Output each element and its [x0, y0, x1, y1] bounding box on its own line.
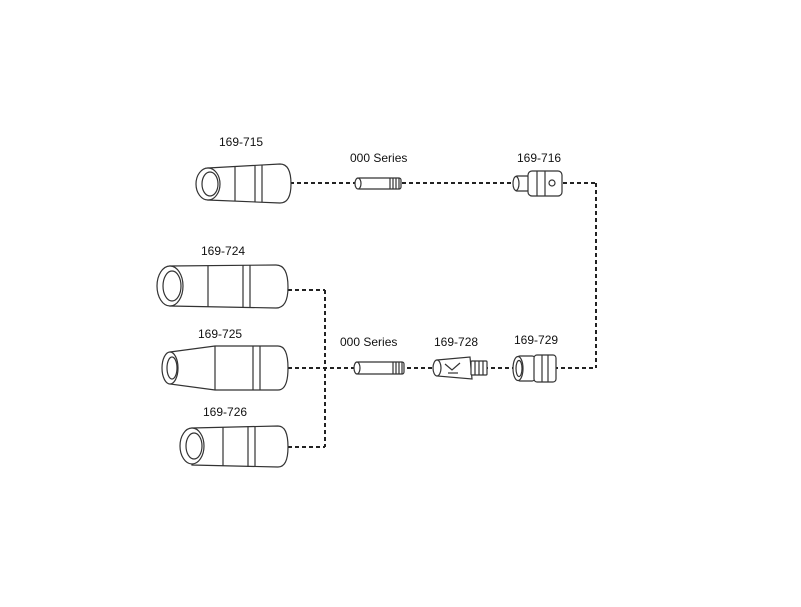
label-tip-bottom: 000 Series	[340, 335, 398, 349]
nozzle-169-715	[195, 163, 292, 204]
label-diffuser-bottom: 169-729	[514, 333, 559, 347]
contact-tip-bottom	[353, 361, 405, 375]
diffuser-169-716	[512, 170, 563, 197]
label-adapter-bottom: 169-728	[434, 335, 479, 349]
label-nozzle-a: 169-724	[201, 244, 246, 258]
label-nozzle-c: 169-726	[203, 405, 248, 419]
label-diffuser-top: 169-716	[517, 151, 562, 165]
nozzle-169-725	[161, 345, 289, 391]
label-nozzle-b: 169-725	[198, 327, 243, 341]
adapter-169-728	[432, 356, 488, 380]
connector-lines	[288, 182, 597, 448]
nozzle-169-724	[156, 264, 289, 309]
nozzle-169-726	[179, 425, 289, 468]
label-nozzle-top: 169-715	[219, 135, 264, 149]
contact-tip-top	[354, 177, 402, 190]
label-tip-top: 000 Series	[350, 151, 408, 165]
diffuser-169-729	[512, 354, 557, 383]
